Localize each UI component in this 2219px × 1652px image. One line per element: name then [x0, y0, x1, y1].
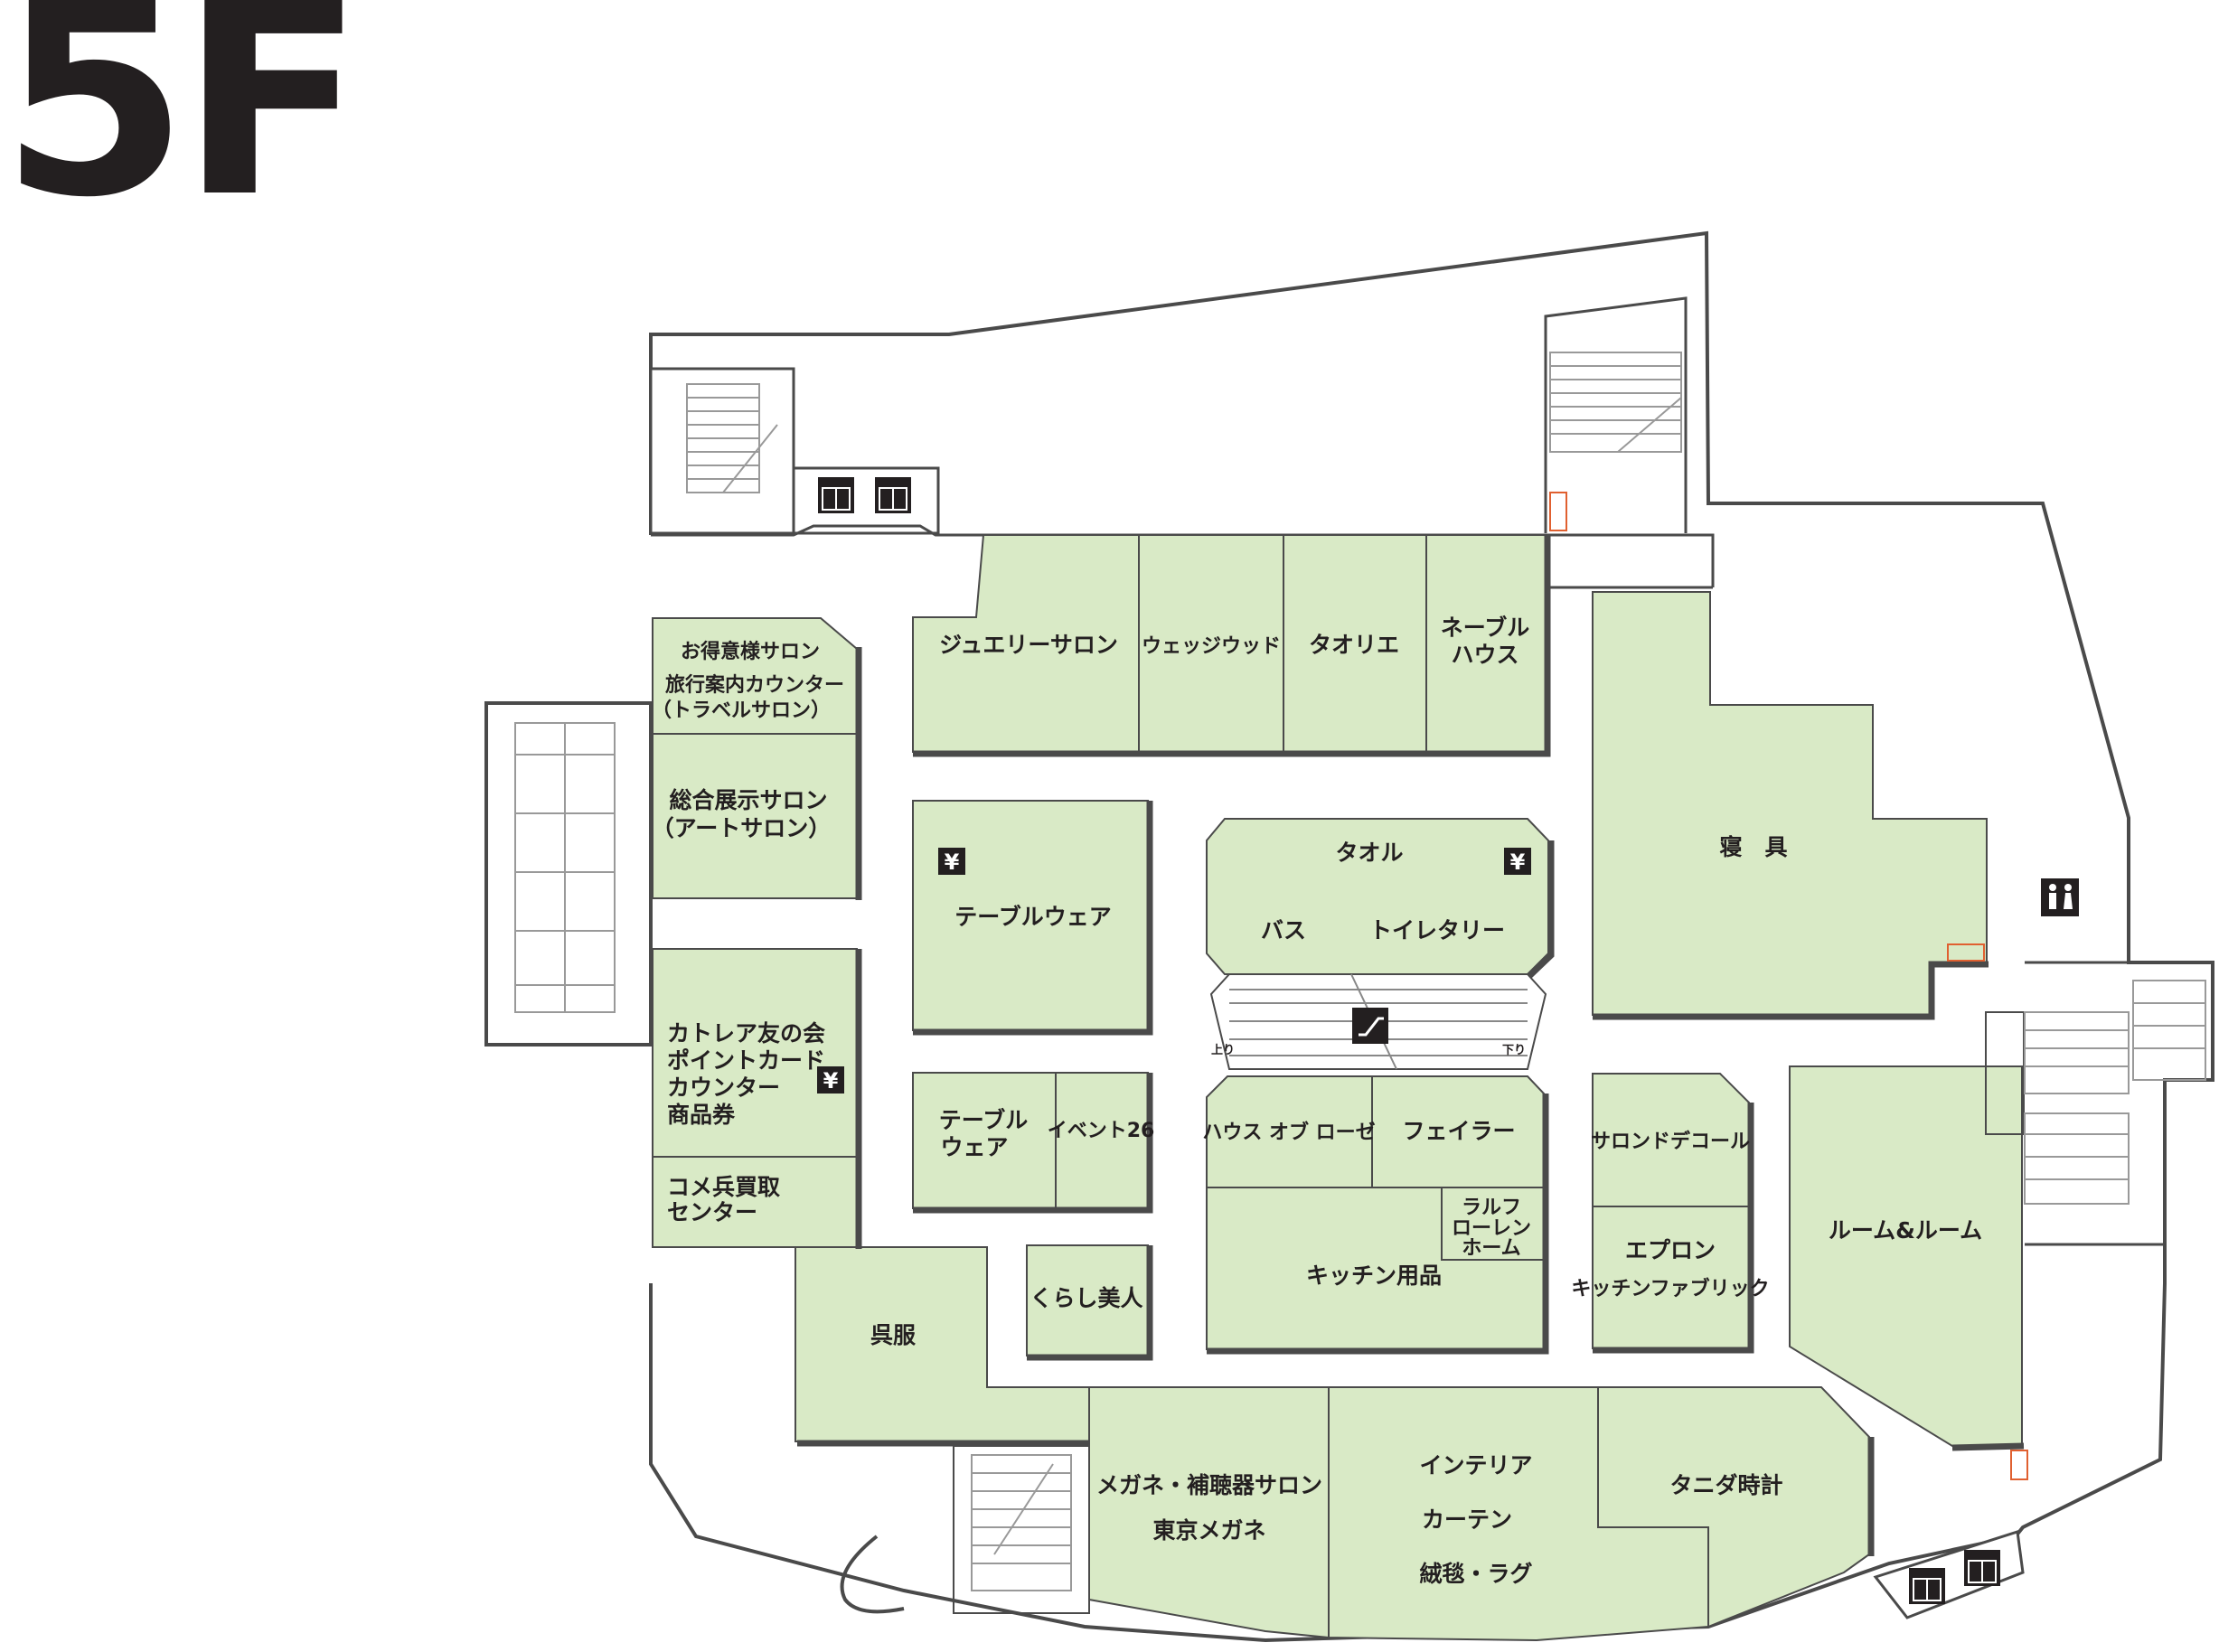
escalator-down-label: 下り — [1502, 1044, 1526, 1057]
shop-label: テーブルウェア — [954, 904, 1112, 930]
shop-tanida[interactable] — [1597, 1386, 1870, 1629]
shop-label: フェイラー — [1402, 1118, 1515, 1144]
floor-label: 5F — [0, 0, 365, 257]
shop-label: イベント26 — [1048, 1120, 1155, 1142]
shop-nebul-house[interactable] — [1425, 534, 1547, 753]
shop-event26[interactable] — [1055, 1072, 1149, 1209]
shop-kurashi[interactable] — [1026, 1244, 1149, 1356]
shop-tableware-2[interactable] — [912, 1072, 1057, 1209]
shop-label: 旅行案内カウンター — [665, 673, 844, 697]
shop-label: センター — [667, 1199, 757, 1225]
escalator-icon — [1352, 1008, 1388, 1044]
shop-label: ハウス — [1451, 642, 1519, 668]
shop-label: サロンドデコール — [1591, 1130, 1750, 1153]
shop-label: 寝 具 — [1719, 834, 1787, 860]
shop-label: バス — [1261, 917, 1306, 943]
shop-label: キッチンファブリック — [1571, 1277, 1769, 1300]
shop-label: 呉服 — [870, 1322, 917, 1348]
shop-label: お得意様サロン — [681, 640, 820, 663]
shop-komehyo[interactable] — [652, 1156, 858, 1248]
shop-label: カーテン — [1422, 1507, 1512, 1533]
shop-label: キッチン用品 — [1306, 1262, 1442, 1289]
shop-label: ホーム — [1462, 1237, 1520, 1260]
yen-symbol: ¥ — [945, 849, 960, 875]
shop-label: インテリア — [1419, 1452, 1532, 1478]
yen-icon — [817, 1066, 844, 1094]
shop-label: 絨毯・ラグ — [1419, 1561, 1532, 1587]
escalator-up-label: 上り — [1211, 1044, 1235, 1057]
shop-label: トイレタリー — [1369, 917, 1505, 943]
shop-label: くらし美人 — [1030, 1285, 1142, 1311]
shop-label: ウェッジウッド — [1142, 635, 1281, 658]
shop-apron[interactable] — [1592, 1206, 1750, 1349]
shop-bedding[interactable] — [1592, 591, 1988, 1016]
restroom-icon — [2041, 878, 2079, 916]
shop-label: ローレン — [1452, 1217, 1531, 1240]
shop-wedgwood[interactable] — [1138, 534, 1284, 753]
yen-symbol: ¥ — [823, 1068, 839, 1094]
shop-label: （トラベルサロン） — [652, 699, 831, 722]
shop-megane[interactable] — [1088, 1386, 1330, 1639]
stairs-left — [514, 722, 616, 1013]
shop-label: ルーム&ルーム — [1829, 1217, 1982, 1244]
shop-tableware[interactable] — [912, 800, 1149, 1031]
elevator-bottom — [1873, 1530, 2025, 1619]
shop-label: ラルフ — [1462, 1197, 1521, 1219]
elevator-top — [792, 466, 940, 535]
shop-label: カウンター — [667, 1075, 780, 1101]
yen-icon — [1504, 848, 1531, 875]
shop-label: 東京メガネ — [1152, 1517, 1265, 1544]
shop-sougou-salon[interactable] — [652, 733, 858, 899]
shop-label: エプロン — [1625, 1237, 1716, 1263]
shop-room-and-room[interactable] — [1789, 1065, 2023, 1447]
shop-label: ポイントカード — [667, 1047, 825, 1074]
shop-label: タニダ時計 — [1669, 1472, 1782, 1498]
shop-label: （アートサロン） — [652, 815, 832, 841]
stairs-bottom — [953, 1445, 1090, 1614]
shop-label: タオル — [1335, 840, 1403, 866]
shop-taorie[interactable] — [1283, 534, 1427, 753]
stairs-top-left — [649, 367, 795, 535]
shop-label: ハウス オブ ローゼ — [1202, 1121, 1375, 1144]
shop-label: タオリエ — [1309, 632, 1399, 658]
shop-label: ネーブル — [1441, 615, 1530, 641]
shop-label: ウェア — [940, 1134, 1008, 1160]
shop-label: 総合展示サロン — [669, 787, 827, 813]
shop-shadows — [797, 535, 2025, 1556]
shop-label: メガネ・補聴器サロン — [1096, 1472, 1322, 1498]
escalator — [1209, 973, 1547, 1070]
shop-label: 商品券 — [667, 1102, 736, 1128]
stairs-right — [1947, 943, 2206, 1480]
shop-label: カトレア友の会 — [667, 1020, 825, 1047]
shop-label: ジュエリーサロン — [939, 632, 1118, 658]
shop-cattleya[interactable] — [652, 948, 858, 1158]
yen-icon — [938, 848, 965, 875]
shop-label: テーブル — [939, 1107, 1029, 1133]
yen-symbol: ¥ — [1510, 849, 1526, 875]
shop-label: コメ兵買取 — [667, 1174, 780, 1200]
stairs-top-right — [1544, 296, 1688, 533]
